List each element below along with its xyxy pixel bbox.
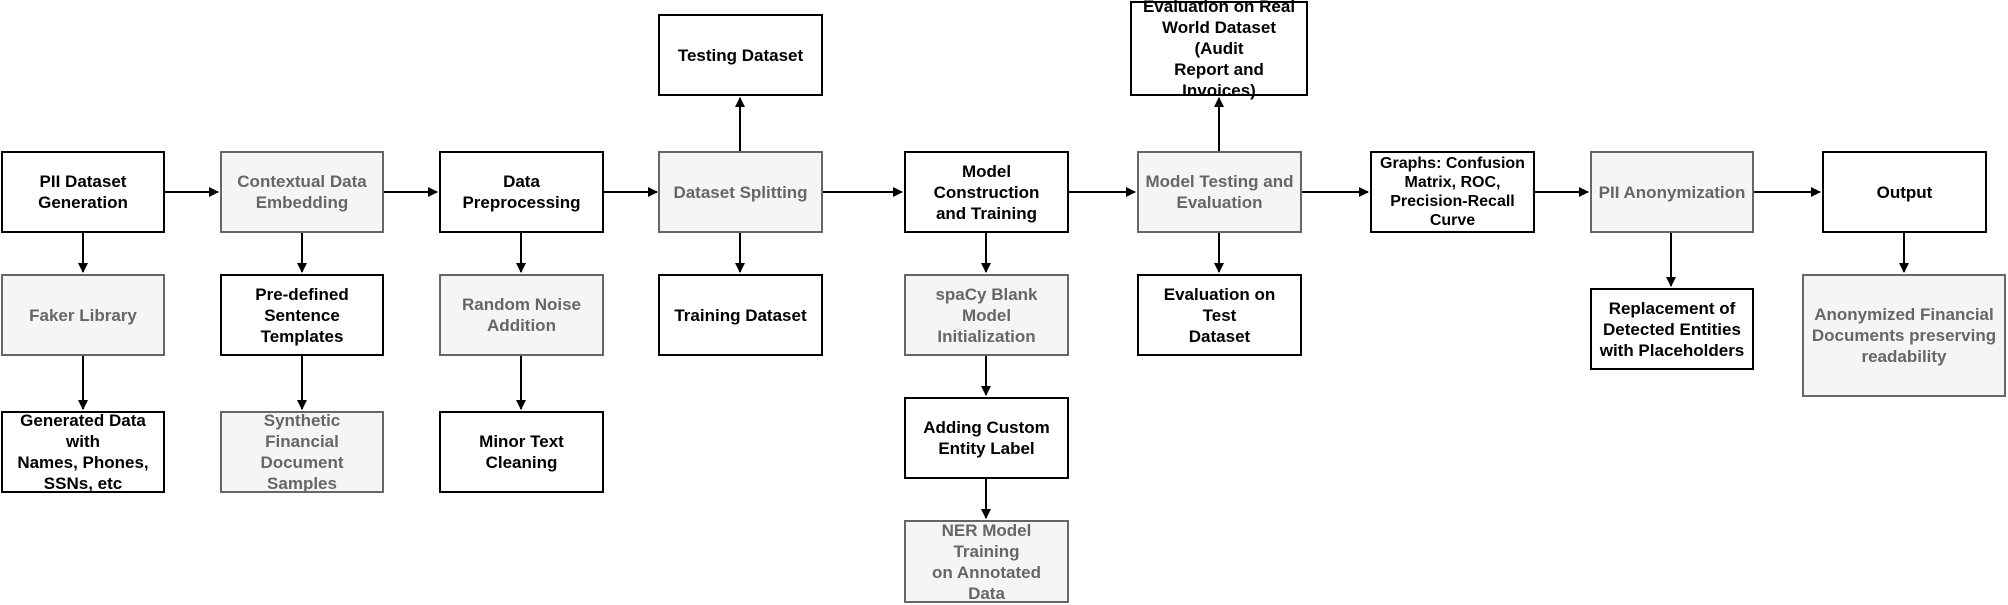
box-custom-entity-label: Adding Custom Entity Label (904, 397, 1069, 479)
box-anonymized-docs: Anonymized Financial Documents preservin… (1802, 274, 2006, 397)
box-model-testing: Model Testing and Evaluation (1137, 151, 1302, 233)
box-eval-test-dataset: Evaluation on Test Dataset (1137, 274, 1302, 356)
box-label: Output (1876, 182, 1933, 202)
box-label: Model Testing and Evaluation (1145, 172, 1294, 212)
box-label: Anonymized Financial Documents preservin… (1811, 305, 1997, 366)
box-label: Pre-defined Sentence Templates (255, 284, 349, 346)
box-dataset-splitting: Dataset Splitting (658, 151, 823, 233)
box-label: spaCy Blank Model Initialization (935, 284, 1038, 346)
box-label: Data Preprocessing (462, 172, 581, 212)
box-minor-text-cleaning: Minor Text Cleaning (439, 411, 604, 493)
box-label: Generated Data with Names, Phones, SSNs,… (17, 411, 149, 493)
box-model-construction: Model Construction and Training (904, 151, 1069, 233)
box-label: Dataset Splitting (673, 182, 808, 202)
box-label: Evaluation on Real World Dataset (Audit … (1142, 0, 1296, 100)
box-label: Graphs: Confusion Matrix, ROC, Precision… (1380, 155, 1525, 229)
box-label: PII Dataset Generation (38, 172, 128, 212)
box-label: Random Noise Addition (461, 295, 582, 335)
box-contextual-data-embedding: Contextual Data Embedding (220, 151, 384, 233)
box-label: Contextual Data Embedding (237, 172, 367, 212)
box-label: Model Construction and Training (933, 161, 1040, 223)
box-label: Replacement of Detected Entities with Pl… (1599, 298, 1745, 360)
box-generated-data: Generated Data with Names, Phones, SSNs,… (1, 411, 165, 493)
box-label: Minor Text Cleaning (479, 432, 564, 472)
box-label: PII Anonymization (1598, 182, 1746, 202)
box-label: Testing Dataset (677, 45, 804, 65)
box-data-preprocessing: Data Preprocessing (439, 151, 604, 233)
box-pii-dataset-generation: PII Dataset Generation (1, 151, 165, 233)
box-predefined-templates: Pre-defined Sentence Templates (220, 274, 384, 356)
box-faker-library: Faker Library (1, 274, 165, 356)
box-label: Adding Custom Entity Label (923, 418, 1050, 458)
box-testing-dataset: Testing Dataset (658, 14, 823, 96)
box-output: Output (1822, 151, 1987, 233)
box-label: Synthetic Financial Document Samples (260, 411, 344, 493)
box-label: NER Model Training on Annotated Data (932, 520, 1041, 603)
box-label: Training Dataset (674, 305, 807, 325)
box-label: Evaluation on Test Dataset (1163, 284, 1276, 346)
box-graphs: Graphs: Confusion Matrix, ROC, Precision… (1370, 151, 1535, 233)
box-ner-model-training: NER Model Training on Annotated Data (904, 520, 1069, 603)
box-replacement-entities: Replacement of Detected Entities with Pl… (1590, 288, 1754, 370)
box-eval-real-world: Evaluation on Real World Dataset (Audit … (1130, 0, 1308, 100)
box-training-dataset: Training Dataset (658, 274, 823, 356)
box-synthetic-samples: Synthetic Financial Document Samples (220, 411, 384, 493)
box-random-noise: Random Noise Addition (439, 274, 604, 356)
box-label: Faker Library (29, 305, 137, 325)
box-pii-anonymization: PII Anonymization (1590, 151, 1754, 233)
box-spacy-blank-model: spaCy Blank Model Initialization (904, 274, 1069, 356)
